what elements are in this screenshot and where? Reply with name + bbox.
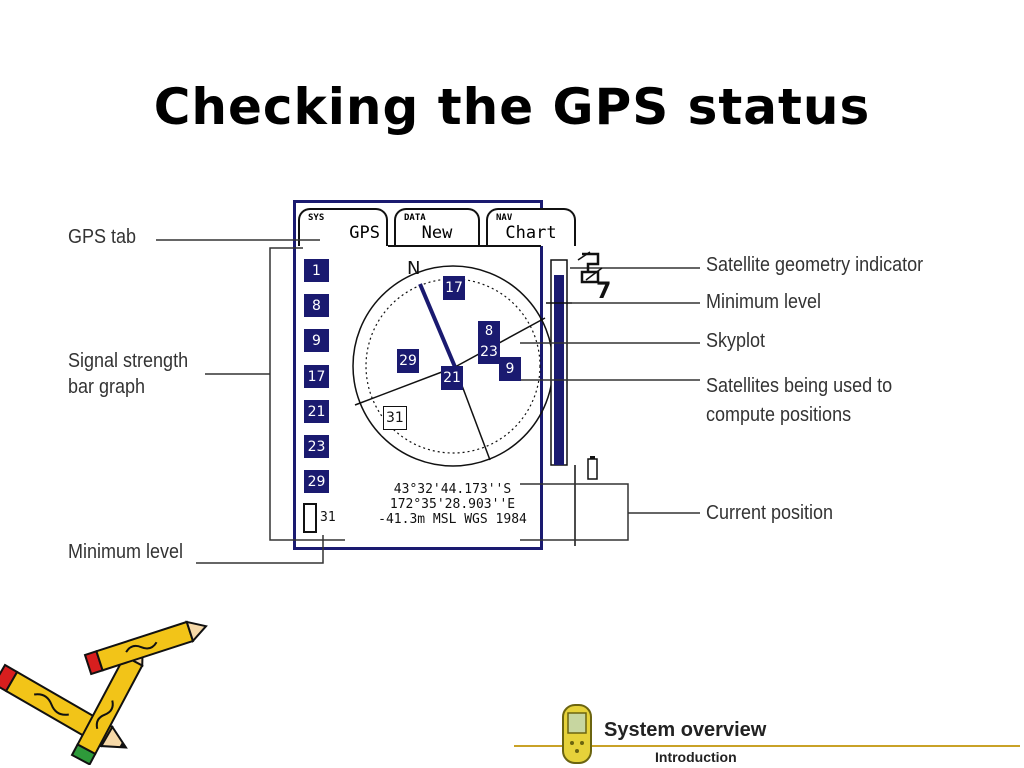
battery-icon <box>587 458 598 480</box>
battery-icon-cap <box>590 456 595 459</box>
tab-divider <box>388 245 541 247</box>
skyplot-axis-east <box>454 317 546 368</box>
signal-bar-1: 1 <box>303 258 330 283</box>
callout-signal-strength-line1: Signal strength <box>68 350 189 372</box>
signal-strength-bracket <box>269 247 345 541</box>
skyplot-satellite-21: 21 <box>441 366 463 390</box>
signal-bar-29: 29 <box>303 469 330 494</box>
callout-satellite-geometry: Satellite geometry indicator <box>706 254 924 276</box>
callout-current-position: Current position <box>706 502 834 524</box>
footer-subtitle: Introduction <box>655 749 737 765</box>
tab-gps-group-label: SYS <box>308 213 325 223</box>
tab-chart-group-label: NAV <box>496 213 513 223</box>
skyplot-north-needle <box>418 283 457 368</box>
callout-satellites-used-line1: Satellites being used to <box>706 375 893 397</box>
gps-device-icon <box>562 704 592 764</box>
tab-new[interactable]: DATA New <box>394 208 480 246</box>
minimum-level-bar-fill <box>554 275 564 465</box>
skyplot-satellite-23: 23 <box>478 340 500 364</box>
satellite-geometry-value: 7 <box>596 279 612 304</box>
tab-gps-label: GPS <box>349 223 380 243</box>
callout-minimum-level-right: Minimum level <box>706 291 822 313</box>
footer-title: System overview <box>604 719 767 741</box>
pencils-clipart-icon <box>0 620 208 765</box>
callout-skyplot: Skyplot <box>706 330 766 352</box>
callout-gps-tab: GPS tab <box>68 226 137 248</box>
skyplot-inner-circle <box>365 278 541 454</box>
callout-satellites-used-line2: compute positions <box>706 404 852 426</box>
tab-new-label: New <box>421 223 453 243</box>
slide-title: Checking the GPS status <box>153 78 871 136</box>
tab-chart-label: Chart <box>505 223 557 243</box>
skyplot-axis-west <box>354 366 456 406</box>
signal-bar-23: 23 <box>303 434 330 459</box>
skyplot-north-label: N <box>407 258 421 279</box>
signal-bar-empty <box>303 503 317 533</box>
satellite-geometry-icon <box>577 251 603 284</box>
position-longitude: 172°35'28.903''E <box>389 497 516 512</box>
skyplot-satellite-8: 8 <box>478 321 500 341</box>
position-latitude: 43°32'44.173''S <box>393 482 512 497</box>
skyplot-satellite-31: 31 <box>383 406 407 430</box>
minimum-level-left-connector <box>196 535 324 564</box>
signal-bar-21: 21 <box>303 399 330 424</box>
footer-divider <box>514 745 1020 747</box>
signal-bar-17: 17 <box>303 364 330 389</box>
signal-bar-31-label: 31 <box>320 510 336 525</box>
current-position-bracket <box>520 483 629 541</box>
callout-minimum-level-left: Minimum level <box>68 541 184 563</box>
tab-gps[interactable]: SYS GPS <box>298 208 388 246</box>
skyplot-satellite-17: 17 <box>443 276 465 300</box>
tab-chart[interactable]: NAV Chart <box>486 208 576 246</box>
current-position-readout: 43°32'44.173''S 172°35'28.903''E -41.3m … <box>360 482 545 527</box>
skyplot-satellite-9: 9 <box>499 357 521 381</box>
signal-bar-8: 8 <box>303 293 330 318</box>
tab-new-group-label: DATA <box>404 213 426 223</box>
skyplot-satellite-29: 29 <box>397 349 419 373</box>
signal-bar-9: 9 <box>303 328 330 353</box>
position-altitude: -41.3m MSL WGS 1984 <box>378 512 527 527</box>
callout-signal-strength-line2: bar graph <box>68 376 146 398</box>
